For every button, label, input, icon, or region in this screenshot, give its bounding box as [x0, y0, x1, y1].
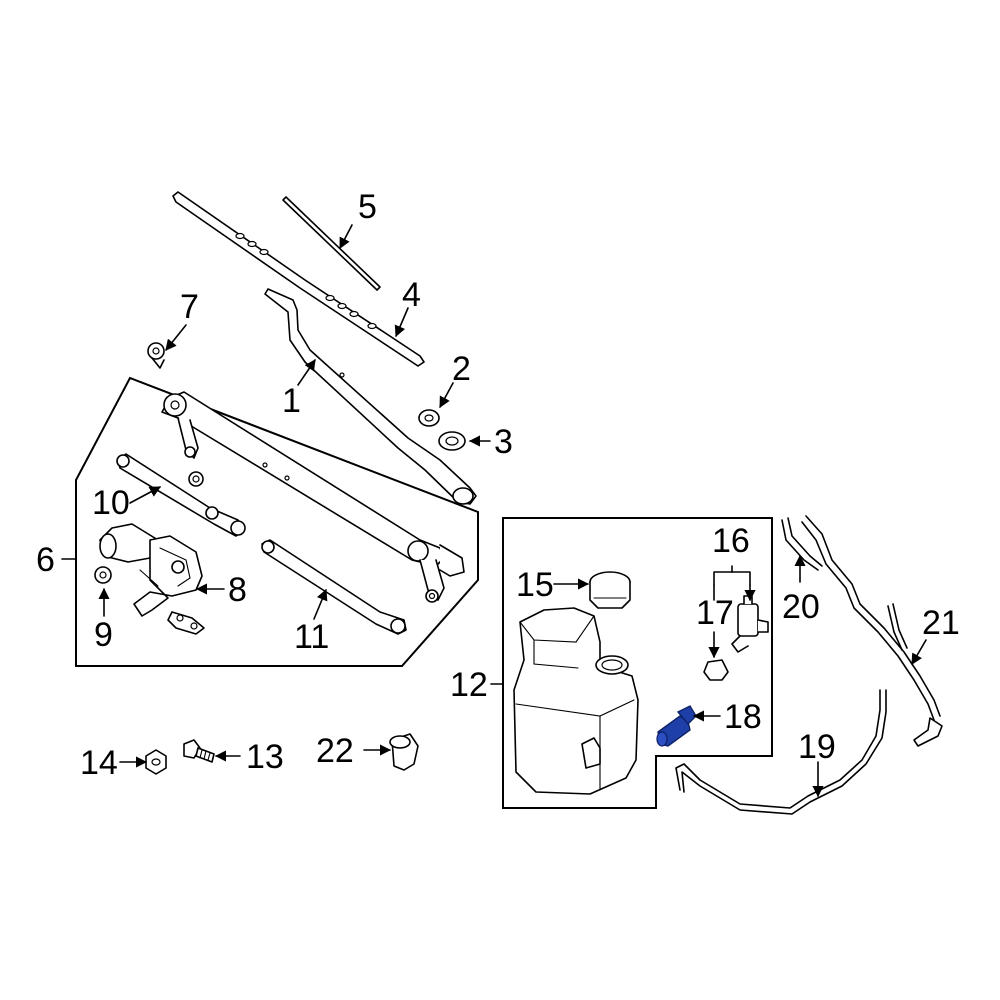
reservoir-cap[interactable]: [589, 571, 631, 609]
washer-level-sensor[interactable]: [656, 705, 697, 747]
hex-nut[interactable]: [145, 749, 167, 775]
washer-hose-19[interactable]: [675, 689, 887, 815]
callout-10: 10: [92, 484, 130, 522]
callout-18: 18: [724, 698, 762, 736]
bolt[interactable]: [183, 739, 215, 763]
blade-holes: [235, 232, 377, 330]
motor-grommet[interactable]: [94, 566, 112, 584]
pivot-cap[interactable]: [438, 431, 466, 451]
callout-15: 15: [516, 566, 554, 604]
callout-9: 9: [94, 616, 113, 654]
callout-17: 17: [696, 594, 734, 632]
callout-7: 7: [180, 288, 199, 326]
linkage-group-box: [75, 376, 479, 667]
washer-hose-21[interactable]: [801, 515, 943, 747]
callout-8: 8: [228, 571, 247, 609]
washer-pump[interactable]: [731, 595, 769, 653]
callout-5: 5: [358, 188, 377, 226]
callout-13: 13: [246, 738, 284, 776]
callout-19: 19: [798, 728, 836, 766]
callout-22: 22: [316, 732, 354, 770]
link-rod-11[interactable]: [261, 539, 407, 635]
callout-16: 16: [712, 522, 750, 560]
wiper-linkage[interactable]: [161, 391, 465, 603]
wiper-arm[interactable]: [264, 288, 477, 505]
washer-hose-20[interactable]: [781, 517, 823, 571]
leader-lines: [61, 224, 927, 798]
callout-labels: 5 4 7 1 2 3 6 10 8 9 11 12 15 16 17 18 1…: [36, 188, 960, 782]
wiper-blade[interactable]: [172, 191, 425, 367]
callout-6: 6: [36, 541, 55, 579]
motor-bracket[interactable]: [167, 611, 205, 635]
callout-12: 12: [450, 666, 488, 704]
callout-21: 21: [922, 604, 960, 642]
callout-14: 14: [80, 744, 118, 782]
washer-nozzle[interactable]: [389, 733, 419, 771]
callout-3: 3: [494, 423, 513, 461]
reservoir-group-box: [502, 517, 773, 809]
grommet[interactable]: [147, 342, 165, 369]
arm-nut[interactable]: [418, 409, 440, 427]
washer-reservoir[interactable]: [513, 607, 639, 795]
wiper-blade-refill[interactable]: [282, 196, 381, 291]
callout-2: 2: [452, 350, 471, 388]
callout-11: 11: [294, 618, 329, 656]
wiper-motor[interactable]: [99, 523, 203, 617]
callout-4: 4: [402, 276, 421, 314]
pump-grommet[interactable]: [703, 659, 729, 681]
link-rod-10[interactable]: [116, 453, 246, 537]
linkage-bushing[interactable]: [188, 471, 204, 487]
callout-20: 20: [782, 588, 820, 626]
callout-1: 1: [282, 382, 301, 420]
